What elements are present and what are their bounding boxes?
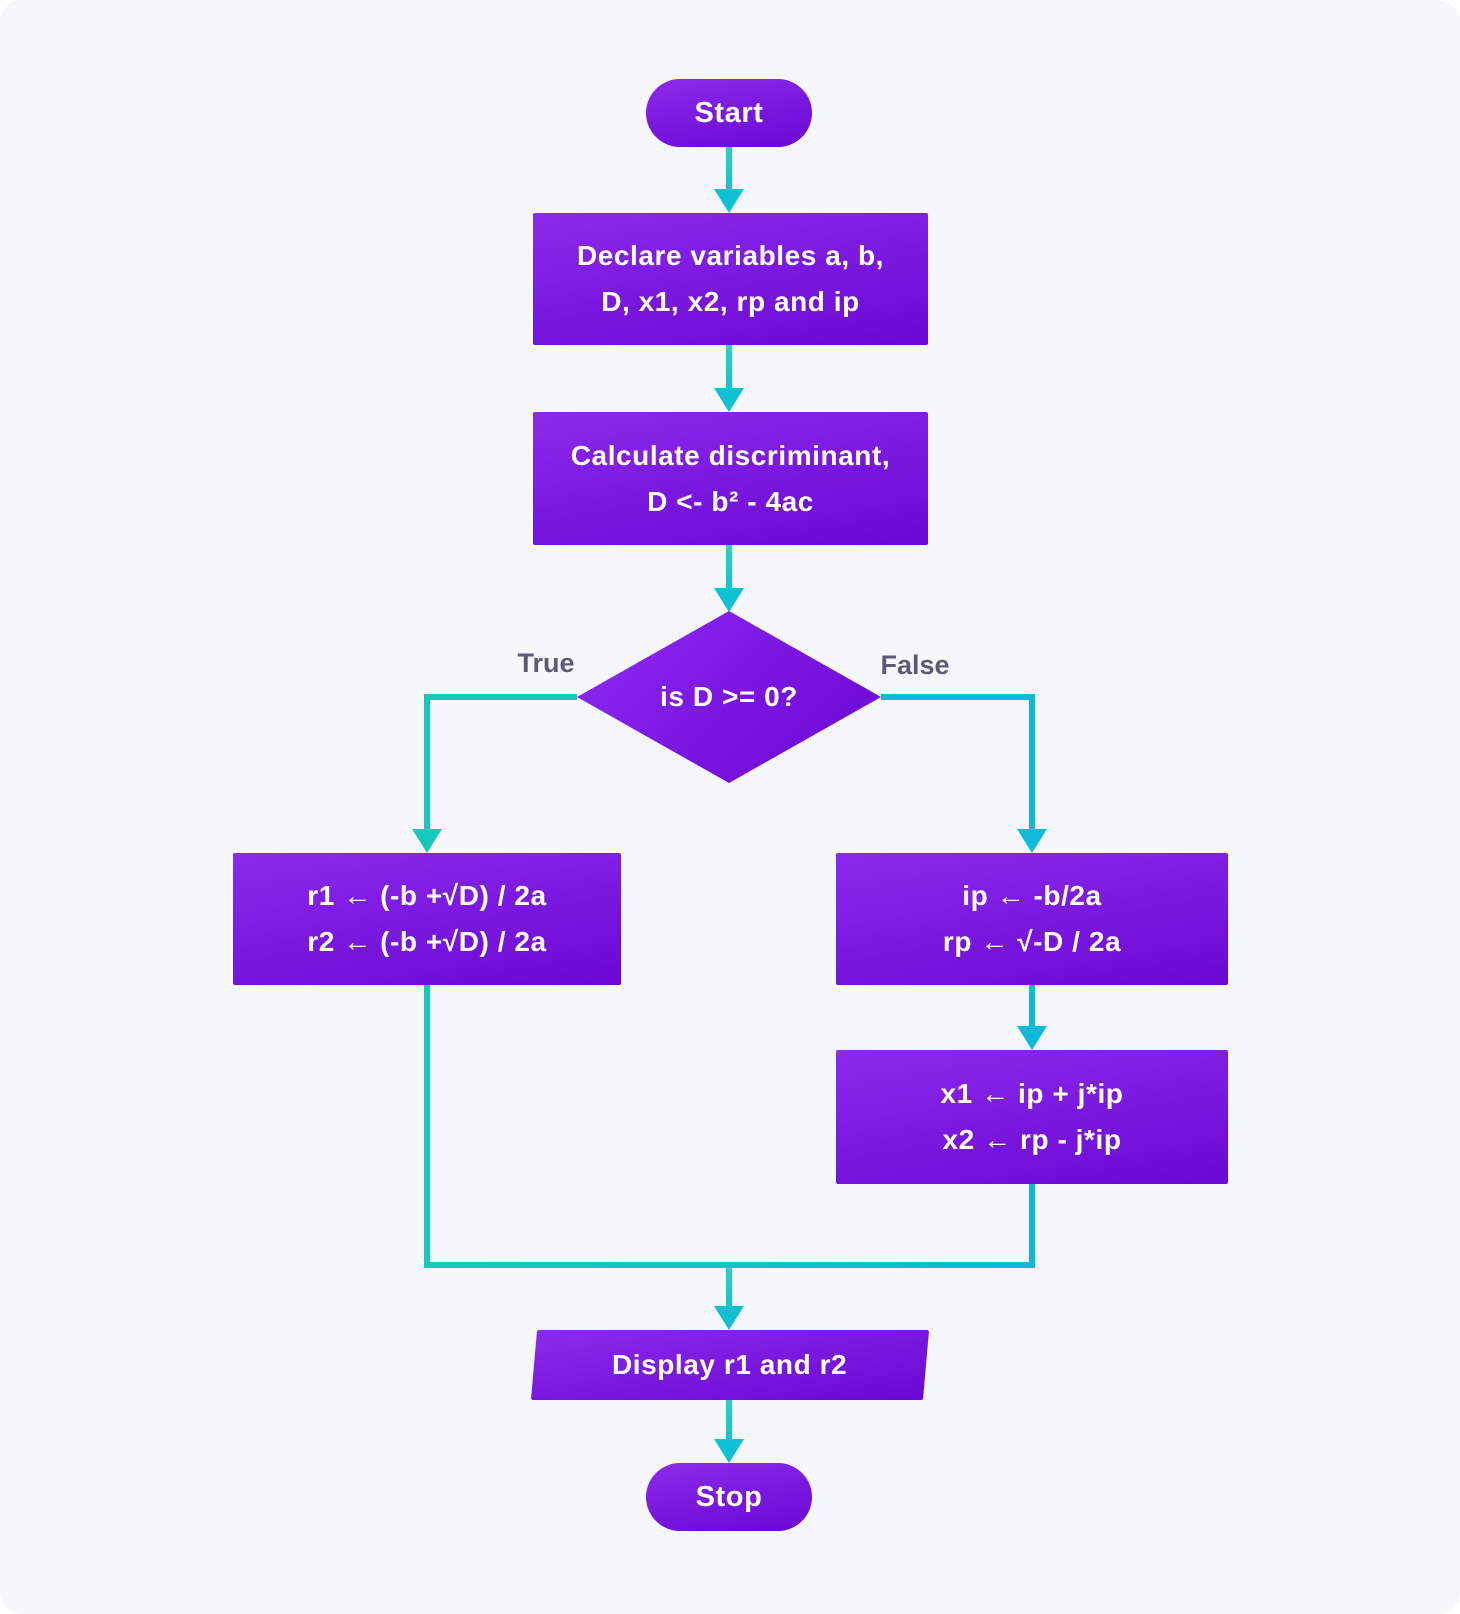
real-roots-node: r1 ← (-b +√D) / 2a r2 ← (-b +√D) / 2a <box>233 853 621 985</box>
real-roots-line-1: r1 ← (-b +√D) / 2a <box>307 880 547 911</box>
decision-diamond: is D >= 0? <box>577 611 881 783</box>
false-branch-label: False <box>880 650 950 680</box>
stop-node: Stop <box>646 1463 812 1531</box>
arrowhead-down-icon <box>714 388 744 412</box>
complex-roots-node: x1 ← ip + j*ip x2 ← rp - j*ip <box>836 1050 1228 1184</box>
arrowhead-down-icon <box>714 189 744 213</box>
start-node: Start <box>646 79 812 147</box>
complex-roots-line-2: x2 ← rp - j*ip <box>942 1124 1122 1155</box>
arrowhead-down-icon <box>412 829 442 853</box>
flow-arrow-line <box>726 1268 732 1306</box>
merge-line-bottom <box>424 1262 1035 1268</box>
flow-arrow-line <box>726 1400 732 1439</box>
flow-line-false <box>881 694 1035 700</box>
arrowhead-down-icon <box>714 588 744 612</box>
merge-line-right <box>1029 1184 1035 1268</box>
declare-line-1: Declare variables a, b, <box>576 240 885 271</box>
arrowhead-down-icon <box>714 1439 744 1463</box>
calculate-line-1: Calculate discriminant, <box>570 439 891 471</box>
flow-arrow-line <box>726 345 732 388</box>
flow-line-false <box>1029 694 1035 831</box>
arrowhead-down-icon <box>1017 1026 1047 1050</box>
arrowhead-down-icon <box>714 1306 744 1330</box>
decision-label: is D >= 0? <box>660 681 798 712</box>
complex-roots-line-1: x1 ← ip + j*ip <box>940 1078 1124 1109</box>
true-branch-label: True <box>517 648 575 678</box>
flow-arrow-line <box>726 545 732 588</box>
declare-line-2: D, x1, x2, rp and ip <box>601 286 860 317</box>
complex-parts-line-1: ip ← -b/2a <box>962 880 1102 911</box>
stop-label: Stop <box>695 1481 763 1513</box>
calculate-line-2: D <- b² - 4ac <box>647 485 814 517</box>
flow-arrow-line <box>726 147 732 189</box>
merge-line-left <box>424 985 430 1268</box>
flow-line-true <box>424 694 430 831</box>
complex-parts-node: ip ← -b/2a rp ← √-D / 2a <box>836 853 1228 985</box>
flow-line-true <box>424 694 577 700</box>
display-node: Display r1 and r2 <box>530 1330 930 1400</box>
declare-variables-node: Declare variables a, b, D, x1, x2, rp an… <box>533 213 928 345</box>
complex-parts-line-2: rp ← √-D / 2a <box>942 926 1122 957</box>
real-roots-line-2: r2 ← (-b +√D) / 2a <box>307 926 547 957</box>
start-label: Start <box>694 97 764 129</box>
display-label: Display r1 and r2 <box>612 1349 848 1380</box>
calculate-discriminant-node: Calculate discriminant, D <- b² - 4ac <box>533 412 928 545</box>
flow-arrow-line <box>1029 985 1035 1026</box>
arrowhead-down-icon <box>1017 829 1047 853</box>
